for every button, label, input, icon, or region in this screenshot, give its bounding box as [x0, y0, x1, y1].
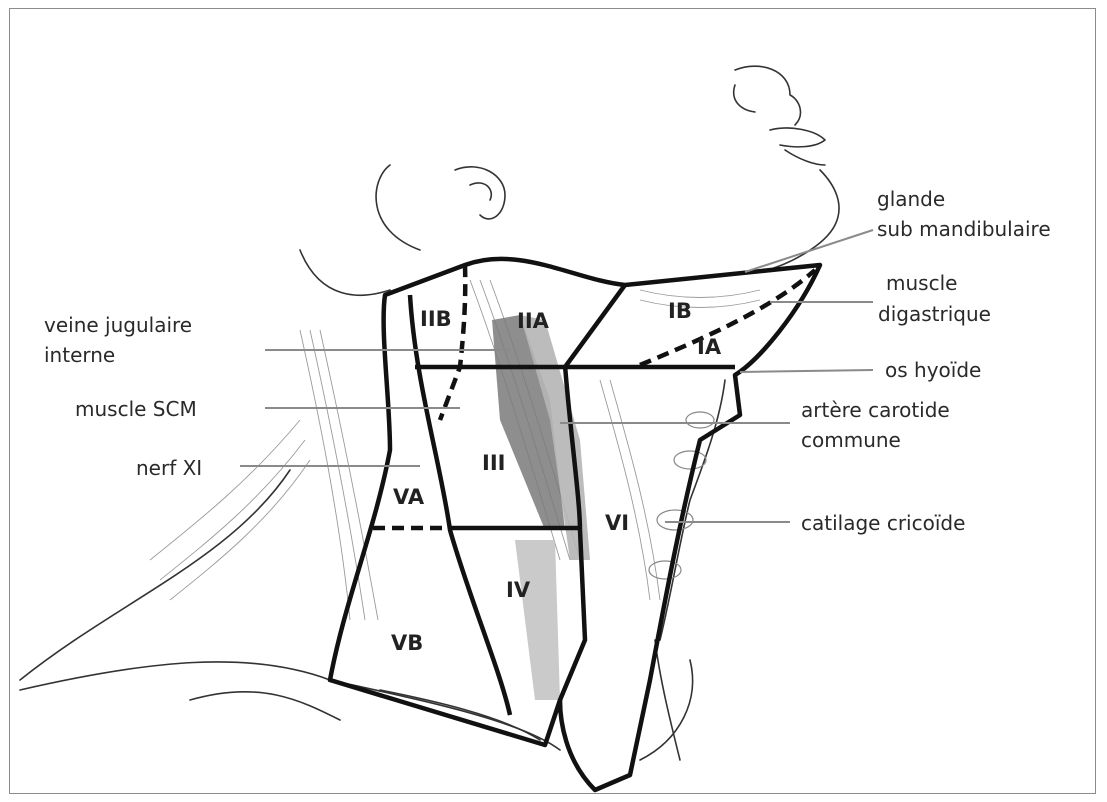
vessels	[492, 315, 590, 700]
label-veine-jugulaire: veine jugulaire	[44, 313, 192, 337]
label-os-hyoide: os hyoïde	[885, 358, 981, 382]
label-digastrique: digastrique	[878, 302, 991, 326]
level-iib-dashed-line	[440, 265, 465, 420]
label-interne: interne	[44, 343, 115, 367]
level-label-iia: IIA	[517, 309, 550, 333]
level-label-iib: IIB	[420, 307, 452, 331]
level-ii-iii-posterior-border	[410, 295, 510, 715]
label-commune: commune	[801, 428, 901, 452]
label-glande: glande	[877, 187, 945, 211]
label-muscle-scm: muscle SCM	[75, 397, 197, 421]
level-label-iv: IV	[506, 578, 531, 602]
level-iia-ib-divider	[565, 285, 625, 367]
label-artere-carotide: artère carotide	[801, 398, 950, 422]
label-muscle: muscle	[886, 271, 957, 295]
label-sub-mandibulaire: sub mandibulaire	[877, 217, 1051, 241]
level-label-ia: IA	[697, 335, 722, 359]
carotid-lower	[515, 540, 560, 700]
leader-os-hyoide	[740, 370, 873, 372]
level-label-iii: III	[482, 451, 505, 475]
level-label-vb: VB	[391, 631, 423, 655]
label-catilage-cricoide: catilage cricoïde	[801, 511, 965, 535]
label-nerf-xi: nerf XI	[136, 456, 202, 480]
level-label-va: VA	[393, 485, 425, 509]
level-label-ib: IB	[668, 299, 692, 323]
level-label-vi: VI	[605, 511, 629, 535]
